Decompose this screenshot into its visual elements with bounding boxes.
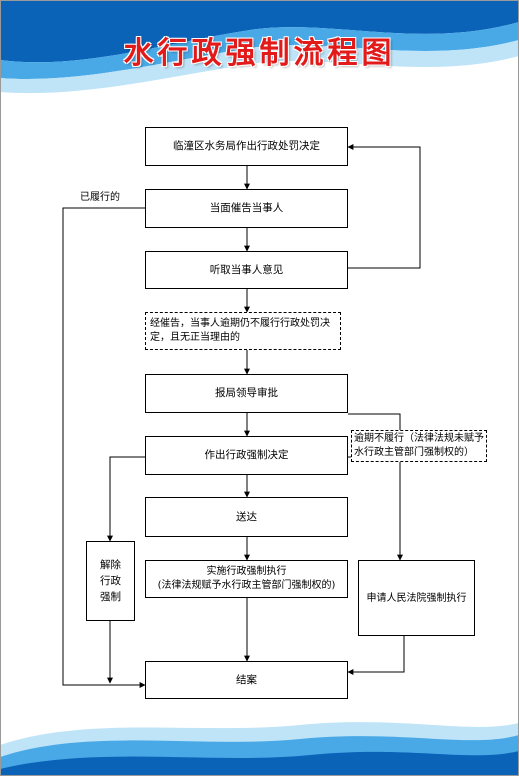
- box-hear: 听取当事人意见: [145, 251, 348, 289]
- execute-line-2: (法律法规赋予水行政主管部门强制权的): [157, 580, 336, 591]
- box-approve: 报局领导审批: [145, 374, 348, 413]
- box-decision: 临潼区水务局作出行政处罚决定: [145, 127, 348, 166]
- label-overdue: 逾期不履行（法律法规未赋予 水行政主管部门强制权的）: [351, 430, 487, 462]
- overdue-line-1: 逾期不履行（法律法规未赋予: [354, 433, 484, 444]
- release-line-2: 行政: [100, 575, 121, 587]
- page-title: 水行政强制流程图: [123, 36, 396, 71]
- box-court: 申请人民法院强制执行: [358, 560, 475, 636]
- release-line-1: 解除: [100, 559, 121, 571]
- execute-line-1: 实施行政强制执行: [206, 566, 287, 577]
- box-notify: 当面催告当事人: [145, 189, 348, 228]
- label-performed: 已履行的: [80, 192, 120, 203]
- top-wave-decoration: [0, 0, 519, 94]
- box-release: 解除 行政 强制: [86, 541, 135, 621]
- box-enforce-decision: 作出行政强制决定: [145, 436, 348, 475]
- bottom-wave-decoration: [0, 722, 519, 776]
- box-reminded: 经催告，当事人逾期仍不履行行政处罚决定，且无正当理由的: [145, 312, 341, 350]
- box-serve: 送达: [145, 497, 348, 537]
- box-execute: 实施行政强制执行 (法律法规赋予水行政主管部门强制权的): [145, 560, 348, 598]
- box-close: 结案: [145, 661, 348, 699]
- overdue-line-2: 水行政主管部门强制权的）: [354, 447, 474, 458]
- release-line-3: 强制: [100, 591, 121, 603]
